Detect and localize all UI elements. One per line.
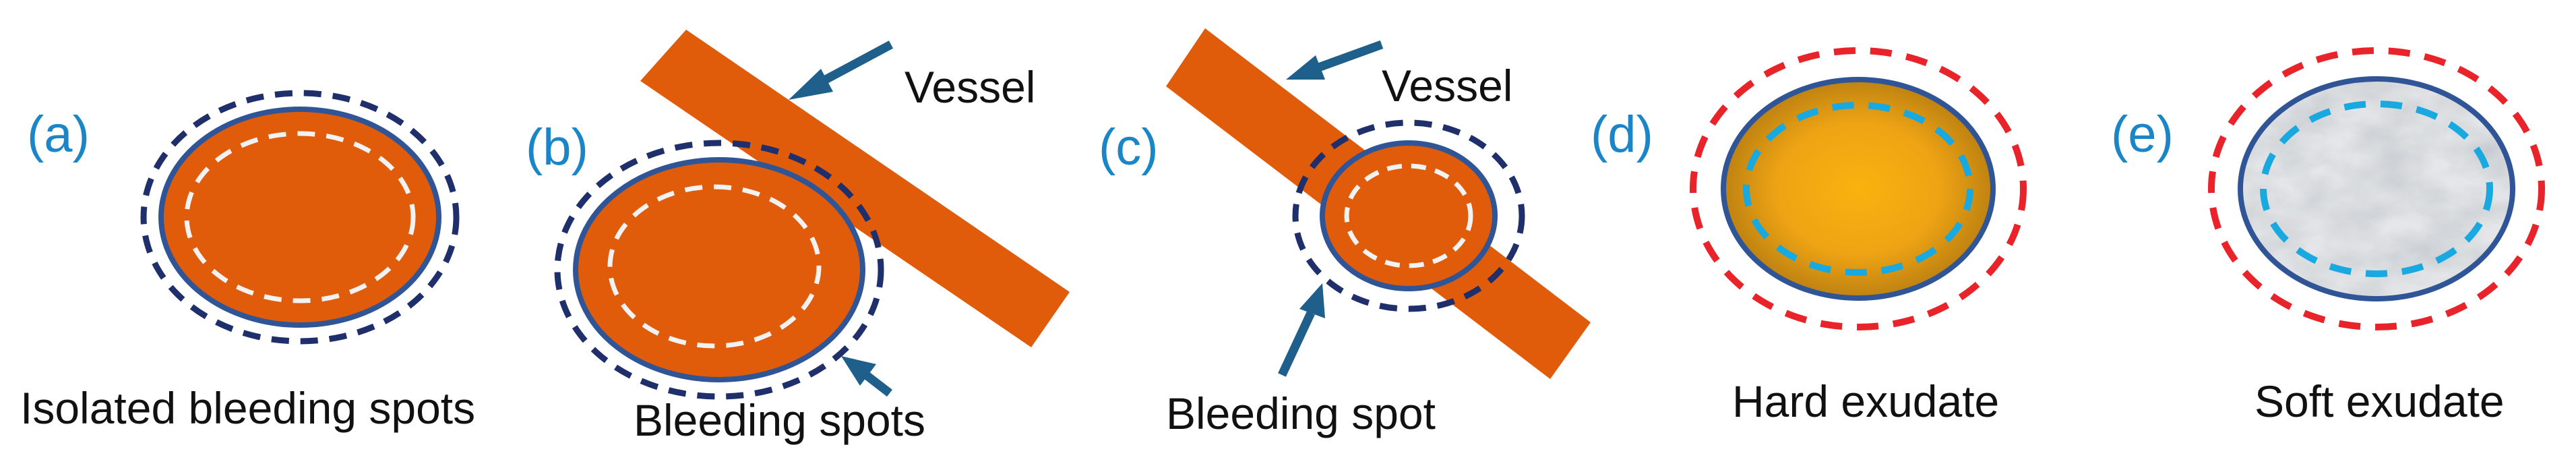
spot-arrow	[841, 356, 892, 397]
inner-boundary-dashed	[2260, 100, 2493, 277]
panel-e-letter: (e)	[2111, 106, 2174, 163]
vessel-arrow	[1286, 40, 1384, 80]
panel-c-letter: (c)	[1099, 119, 1159, 176]
outer-boundary-dashed	[1292, 119, 1525, 312]
inner-boundary-dashed	[184, 131, 416, 303]
panel-e-caption: Soft exudate	[2255, 376, 2505, 426]
panel-e: (e) Soft exudate	[2111, 47, 2545, 426]
inner-boundary-dashed	[1344, 163, 1473, 268]
soft-exudate	[2238, 76, 2515, 301]
outer-boundary-dashed	[2208, 47, 2545, 330]
panel-a: (a) Isolated bleeding spots	[20, 90, 475, 433]
outer-boundary-dashed	[1690, 47, 2027, 330]
outer-boundary-dashed	[140, 90, 460, 345]
panel-c-caption: Bleeding spot	[1166, 388, 1436, 438]
inner-boundary-dashed	[1743, 102, 1973, 276]
panel-c: (c) Vessel Bleeding spot	[1099, 28, 1591, 438]
panel-d-caption: Hard exudate	[1732, 376, 1999, 426]
panel-b: (b) Vessel Bleeding spots	[526, 30, 1070, 445]
panel-b-caption: Bleeding spots	[634, 395, 925, 445]
hard-exudate	[1721, 77, 1996, 301]
vessel-arrow	[789, 40, 894, 100]
outer-boundary-dashed	[554, 140, 884, 400]
panel-d: (d) Hard exudate	[1591, 47, 2027, 426]
panel-d-letter: (d)	[1591, 106, 1653, 163]
panel-a-caption: Isolated bleeding spots	[20, 383, 475, 433]
panel-a-letter: (a)	[27, 106, 90, 163]
vessel	[640, 30, 1070, 347]
inner-boundary-dashed	[607, 184, 822, 349]
vessel-label: Vessel	[1382, 61, 1512, 111]
vessel-label: Vessel	[904, 62, 1035, 112]
bleeding-spot	[158, 107, 441, 328]
spot-arrow	[1278, 283, 1325, 377]
panel-b-letter: (b)	[526, 119, 588, 176]
